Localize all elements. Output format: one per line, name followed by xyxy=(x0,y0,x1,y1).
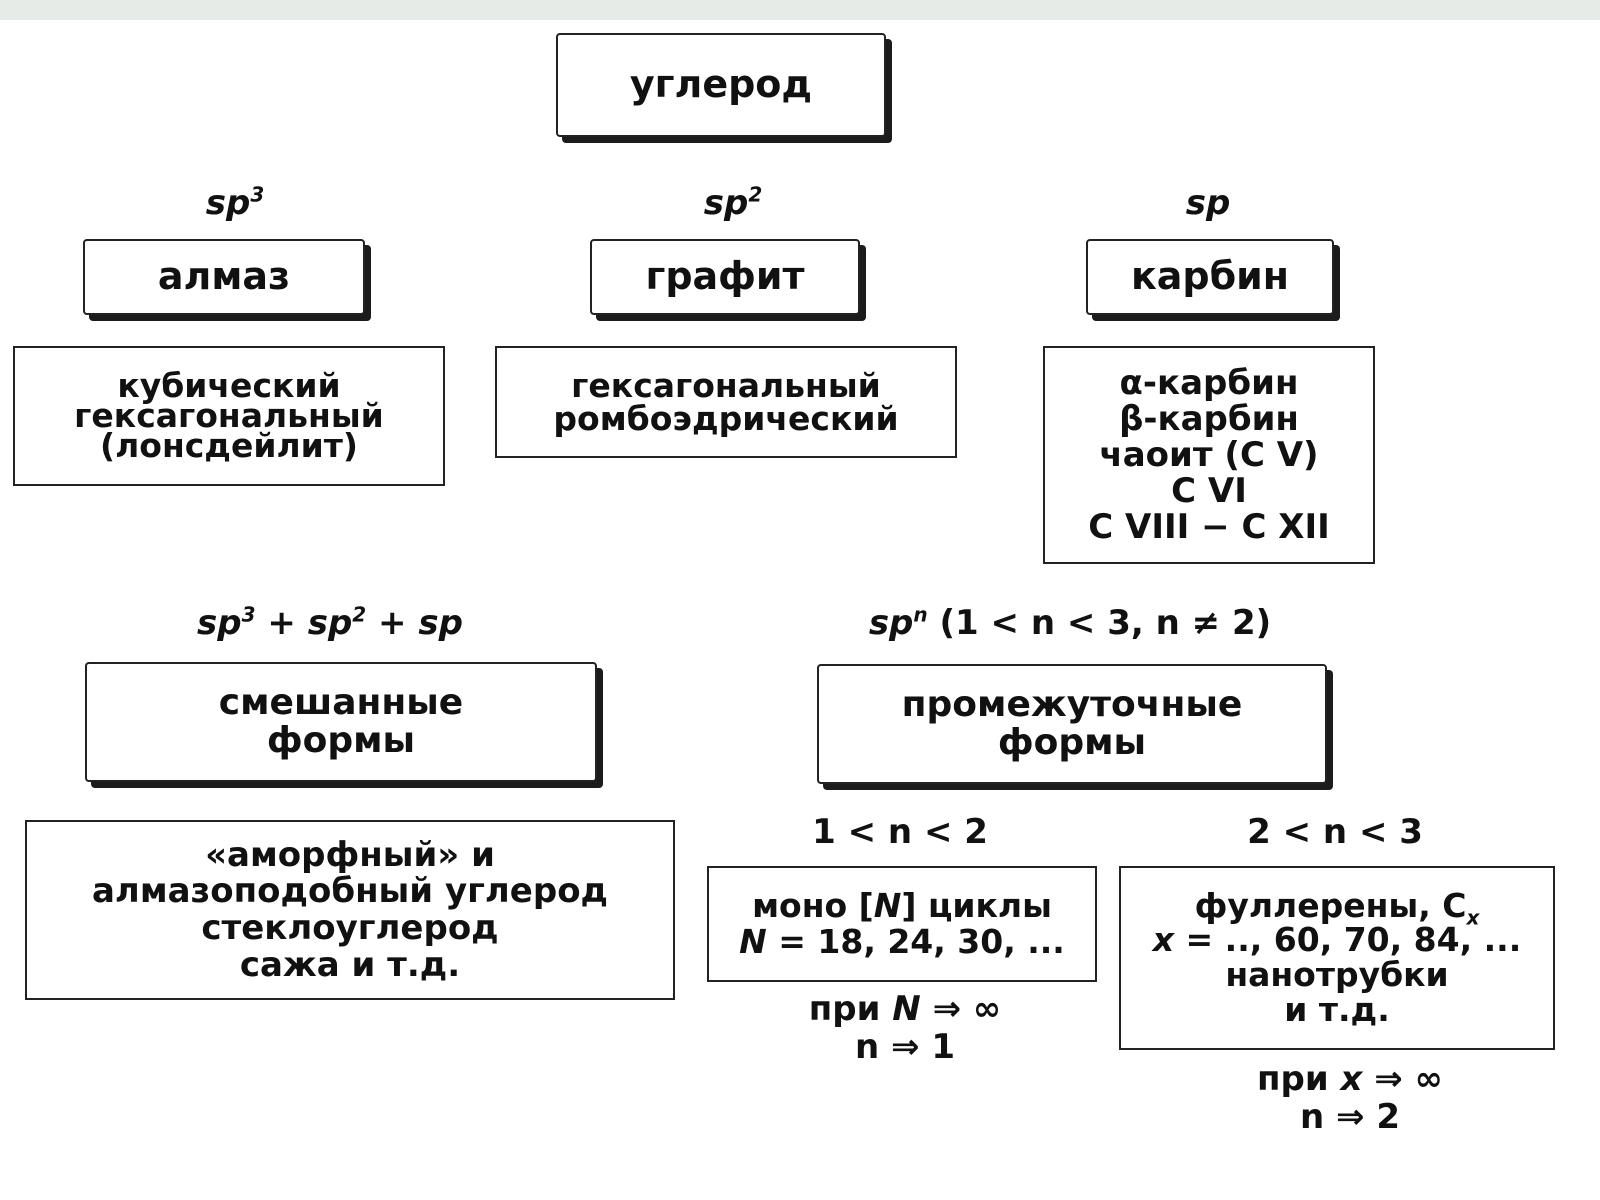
intermediate-label: spn (1 < n < 3, n ≠ 2) xyxy=(868,602,1272,643)
carbyne-form-item: C VI xyxy=(1171,471,1247,512)
diamond-form-item: гексагональный xyxy=(74,396,384,436)
top-bar xyxy=(0,0,1600,20)
carbyne-form-item: чаоит (C V) xyxy=(1099,434,1319,475)
diamond-forms-box: кубический гексагональный (лонсдейлит) xyxy=(13,346,445,486)
carbyne-form-item: C VIII − C XII xyxy=(1088,507,1330,548)
diamond-form-item: кубический xyxy=(117,366,341,406)
monocycles-condition: 1 < n < 2 xyxy=(812,812,988,852)
carbyne-form-item: α-карбин xyxy=(1119,362,1299,403)
monocycles-limit-note: при N ⇒ ∞ xyxy=(808,989,1002,1029)
carbyne-form-item: β-карбин xyxy=(1119,398,1299,439)
mixed-example-item: стеклоуглерод xyxy=(201,908,499,948)
monocycles-line: моно [N] циклы xyxy=(752,886,1052,926)
monocycles-line: N = 18, 24, 30, ... xyxy=(739,922,1065,961)
fullerenes-limit-note: при x ⇒ ∞ xyxy=(1257,1059,1443,1099)
graphite-form-item: гексагональный xyxy=(571,366,881,405)
fullerenes-line: нанотрубки xyxy=(1225,955,1449,994)
graphite-box: графит xyxy=(590,239,860,315)
graphite-forms-box: гексагональный ромбоэдрический xyxy=(495,346,957,458)
intermediate-box-line: промежуточные xyxy=(901,684,1243,726)
sp2-label: sp2 xyxy=(703,182,763,223)
mixed-box-line: формы xyxy=(266,720,416,761)
mixed-example-item: сажа и т.д. xyxy=(239,944,461,985)
graphite-title: графит xyxy=(645,254,805,299)
root-title: углерод xyxy=(629,62,813,107)
intermediate-forms-box: промежуточные формы xyxy=(817,664,1327,784)
mixed-label: sp3 + sp2 + sp xyxy=(197,602,463,643)
fullerenes-condition: 2 < n < 3 xyxy=(1247,812,1423,852)
fullerenes-line: x = .., 60, 70, 84, ... xyxy=(1152,920,1522,960)
mixed-examples-box: «аморфный» и алмазоподобный углерод стек… xyxy=(25,820,675,1000)
graphite-form-item: ромбоэдрический xyxy=(553,399,899,438)
mixed-forms-box: смешанные формы xyxy=(85,662,597,782)
carbyne-box: карбин xyxy=(1086,239,1334,315)
intermediate-box-line: формы xyxy=(997,722,1147,763)
mixed-example-item: «аморфный» и xyxy=(205,834,495,875)
carbyne-title: карбин xyxy=(1130,254,1290,299)
carbyne-forms-box: α-карбин β-карбин чаоит (C V) C VI C VII… xyxy=(1043,346,1375,564)
fullerenes-line: и т.д. xyxy=(1284,989,1390,1029)
root-box: углерод xyxy=(556,33,886,137)
monocycles-box: моно [N] циклы N = 18, 24, 30, ... xyxy=(707,866,1097,982)
fullerenes-box: фуллерены, Cx x = .., 60, 70, 84, ... на… xyxy=(1119,866,1555,1050)
sp-label: sp xyxy=(1185,183,1231,223)
diamond-box: алмаз xyxy=(83,239,365,315)
monocycles-limit-note: n ⇒ 1 xyxy=(854,1027,956,1067)
diamond-form-item: (лонсдейлит) xyxy=(100,425,358,465)
sp3-label: sp3 xyxy=(205,182,265,223)
fullerenes-limit-note: n ⇒ 2 xyxy=(1299,1097,1401,1137)
diamond-title: алмаз xyxy=(157,254,291,299)
mixed-box-line: смешанные xyxy=(218,682,464,724)
fullerenes-line: фуллерены, Cx xyxy=(1194,885,1480,930)
mixed-example-item: алмазоподобный углерод xyxy=(91,871,609,912)
